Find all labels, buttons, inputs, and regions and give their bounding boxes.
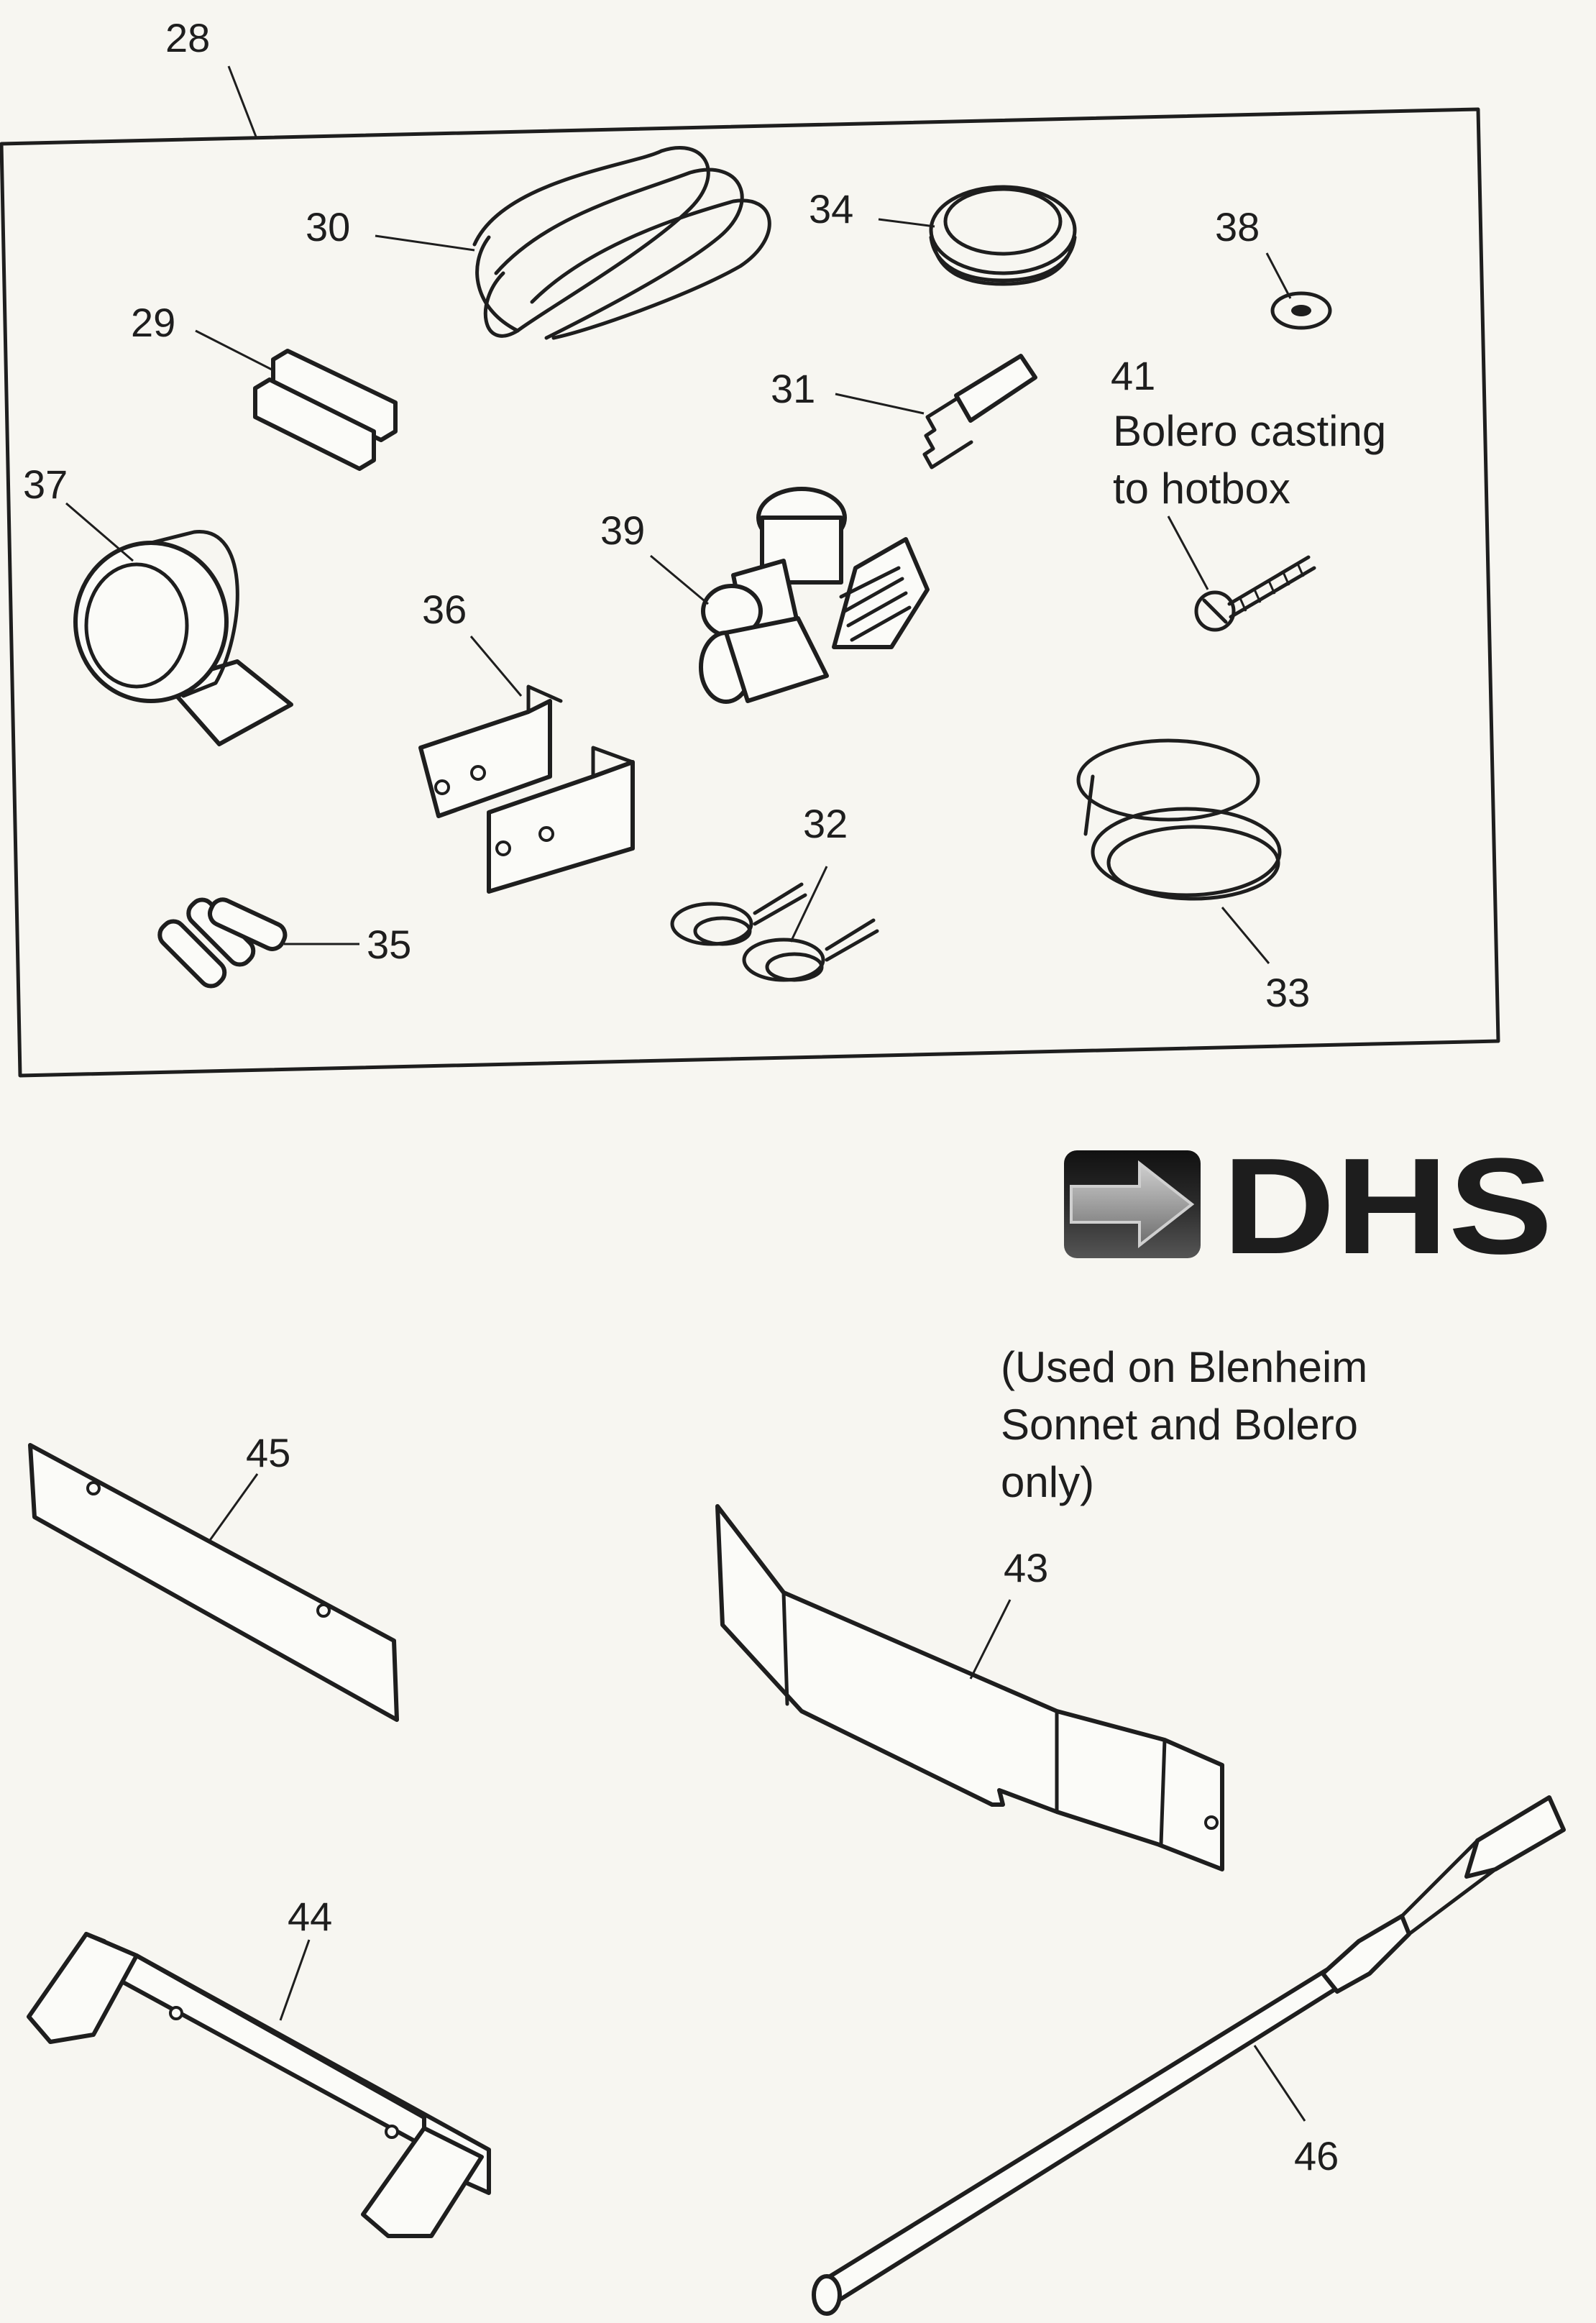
note-41-line1: Bolero casting — [1113, 407, 1386, 455]
note-41-line2: to hotbox — [1113, 464, 1290, 513]
callout-44: 44 — [288, 1894, 332, 1939]
part-32-ring-pins — [670, 882, 879, 982]
callout-43: 43 — [1004, 1545, 1048, 1590]
callout-33: 33 — [1265, 970, 1310, 1015]
callout-36: 36 — [422, 587, 467, 632]
callout-39: 39 — [600, 508, 645, 553]
callout-31: 31 — [771, 366, 815, 411]
callout-29: 29 — [131, 300, 175, 345]
part-38-washer — [1270, 291, 1332, 330]
part-36-brackets — [418, 684, 635, 894]
part-31-pin — [922, 354, 1037, 469]
callout-46: 46 — [1294, 2133, 1339, 2178]
used-on-line1: (Used on Blenheim — [1001, 1343, 1367, 1391]
callout-labels: 28 30 29 34 38 31 41 37 39 36 32 35 33 4… — [23, 15, 1339, 2178]
logo-text: DHS — [1222, 1130, 1553, 1283]
callout-41: 41 — [1111, 353, 1155, 398]
notes: Bolero casting to hotbox (Used on Blenhe… — [1001, 407, 1386, 1506]
callout-45: 45 — [246, 1430, 290, 1475]
part-35-plugs — [157, 897, 288, 989]
part-45-plate — [28, 1443, 399, 1722]
callout-38: 38 — [1215, 204, 1260, 249]
callout-34: 34 — [809, 186, 853, 232]
part-41-screw — [1194, 555, 1316, 632]
part-33-wire-rings — [1076, 738, 1282, 901]
used-on-line2: Sonnet and Bolero — [1001, 1401, 1358, 1449]
callout-30: 30 — [306, 204, 350, 249]
part-34-ring — [929, 185, 1077, 286]
part-29-strips — [253, 349, 398, 471]
callout-35: 35 — [367, 922, 411, 967]
kit-box-28 — [0, 107, 1500, 1078]
dhs-logo: DHS — [1064, 1130, 1553, 1283]
part-44-rail — [27, 1932, 491, 2238]
callout-28: 28 — [165, 15, 210, 60]
part-30-rope — [472, 146, 771, 340]
leader-lines — [65, 65, 1306, 2122]
part-39-valve — [699, 487, 930, 704]
part-37-tape-roll — [73, 530, 293, 746]
part-43-baffle — [715, 1504, 1224, 1871]
used-on-line3: only) — [1001, 1458, 1094, 1506]
callout-37: 37 — [23, 462, 68, 507]
callout-32: 32 — [803, 801, 848, 846]
part-46-rod — [812, 1795, 1566, 2316]
